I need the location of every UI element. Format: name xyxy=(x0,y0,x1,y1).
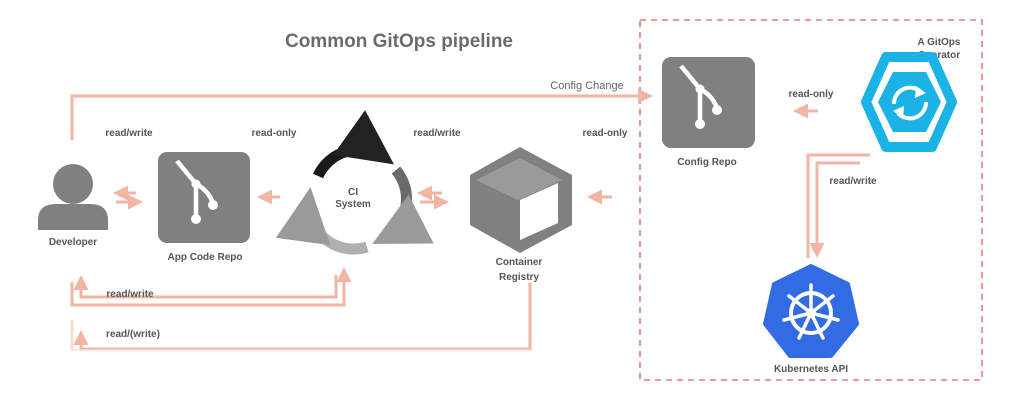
edge-config-change xyxy=(70,88,653,140)
label-operator-config-ro: read-only xyxy=(788,89,833,100)
edges xyxy=(70,88,870,351)
edge-ci-to-dev xyxy=(73,275,338,299)
box-icon xyxy=(470,147,572,253)
registry-label-line1: Container xyxy=(496,257,543,268)
sync-icon xyxy=(861,52,957,152)
label-registry-config-ro: read-only xyxy=(582,128,627,139)
label-ci-app-ro: read-only xyxy=(251,128,296,139)
label-config-change: Config Change xyxy=(550,80,623,92)
cycle-icon xyxy=(275,110,434,255)
operator-label-line2: Operator xyxy=(918,50,960,61)
registry-label-line2: Registry xyxy=(499,272,539,283)
app-code-repo-label: App Code Repo xyxy=(168,252,243,263)
kubernetes-api-label: Kubernetes API xyxy=(774,364,848,375)
edge-k8s-to-operator xyxy=(806,153,870,258)
ci-label-line1: CI xyxy=(348,187,358,198)
edge-dev-to-ci xyxy=(70,267,352,307)
config-repo-label: Config Repo xyxy=(677,157,736,168)
ci-label-line2: System xyxy=(335,199,371,210)
git-repo-icon xyxy=(662,57,755,148)
label-operator-k8s-rw: read/write xyxy=(829,176,877,187)
git-repo-icon xyxy=(158,152,250,243)
label-dev-registry-rw: read/(write) xyxy=(106,329,160,340)
label-ci-registry-rw: read/write xyxy=(413,128,461,139)
developer-label: Developer xyxy=(49,237,97,248)
cluster-boundary xyxy=(639,19,983,381)
label-dev-ci-rw: read/write xyxy=(106,289,154,300)
label-dev-app-rw: read/write xyxy=(105,128,153,139)
helm-wheel-icon xyxy=(763,264,859,358)
edge-operator-to-k8s xyxy=(809,161,860,258)
edge-registry-to-dev xyxy=(73,283,532,351)
operator-label-line1: A GitOps xyxy=(918,37,961,48)
diagram-title: Common GitOps pipeline xyxy=(285,31,513,52)
person-icon xyxy=(38,164,108,230)
